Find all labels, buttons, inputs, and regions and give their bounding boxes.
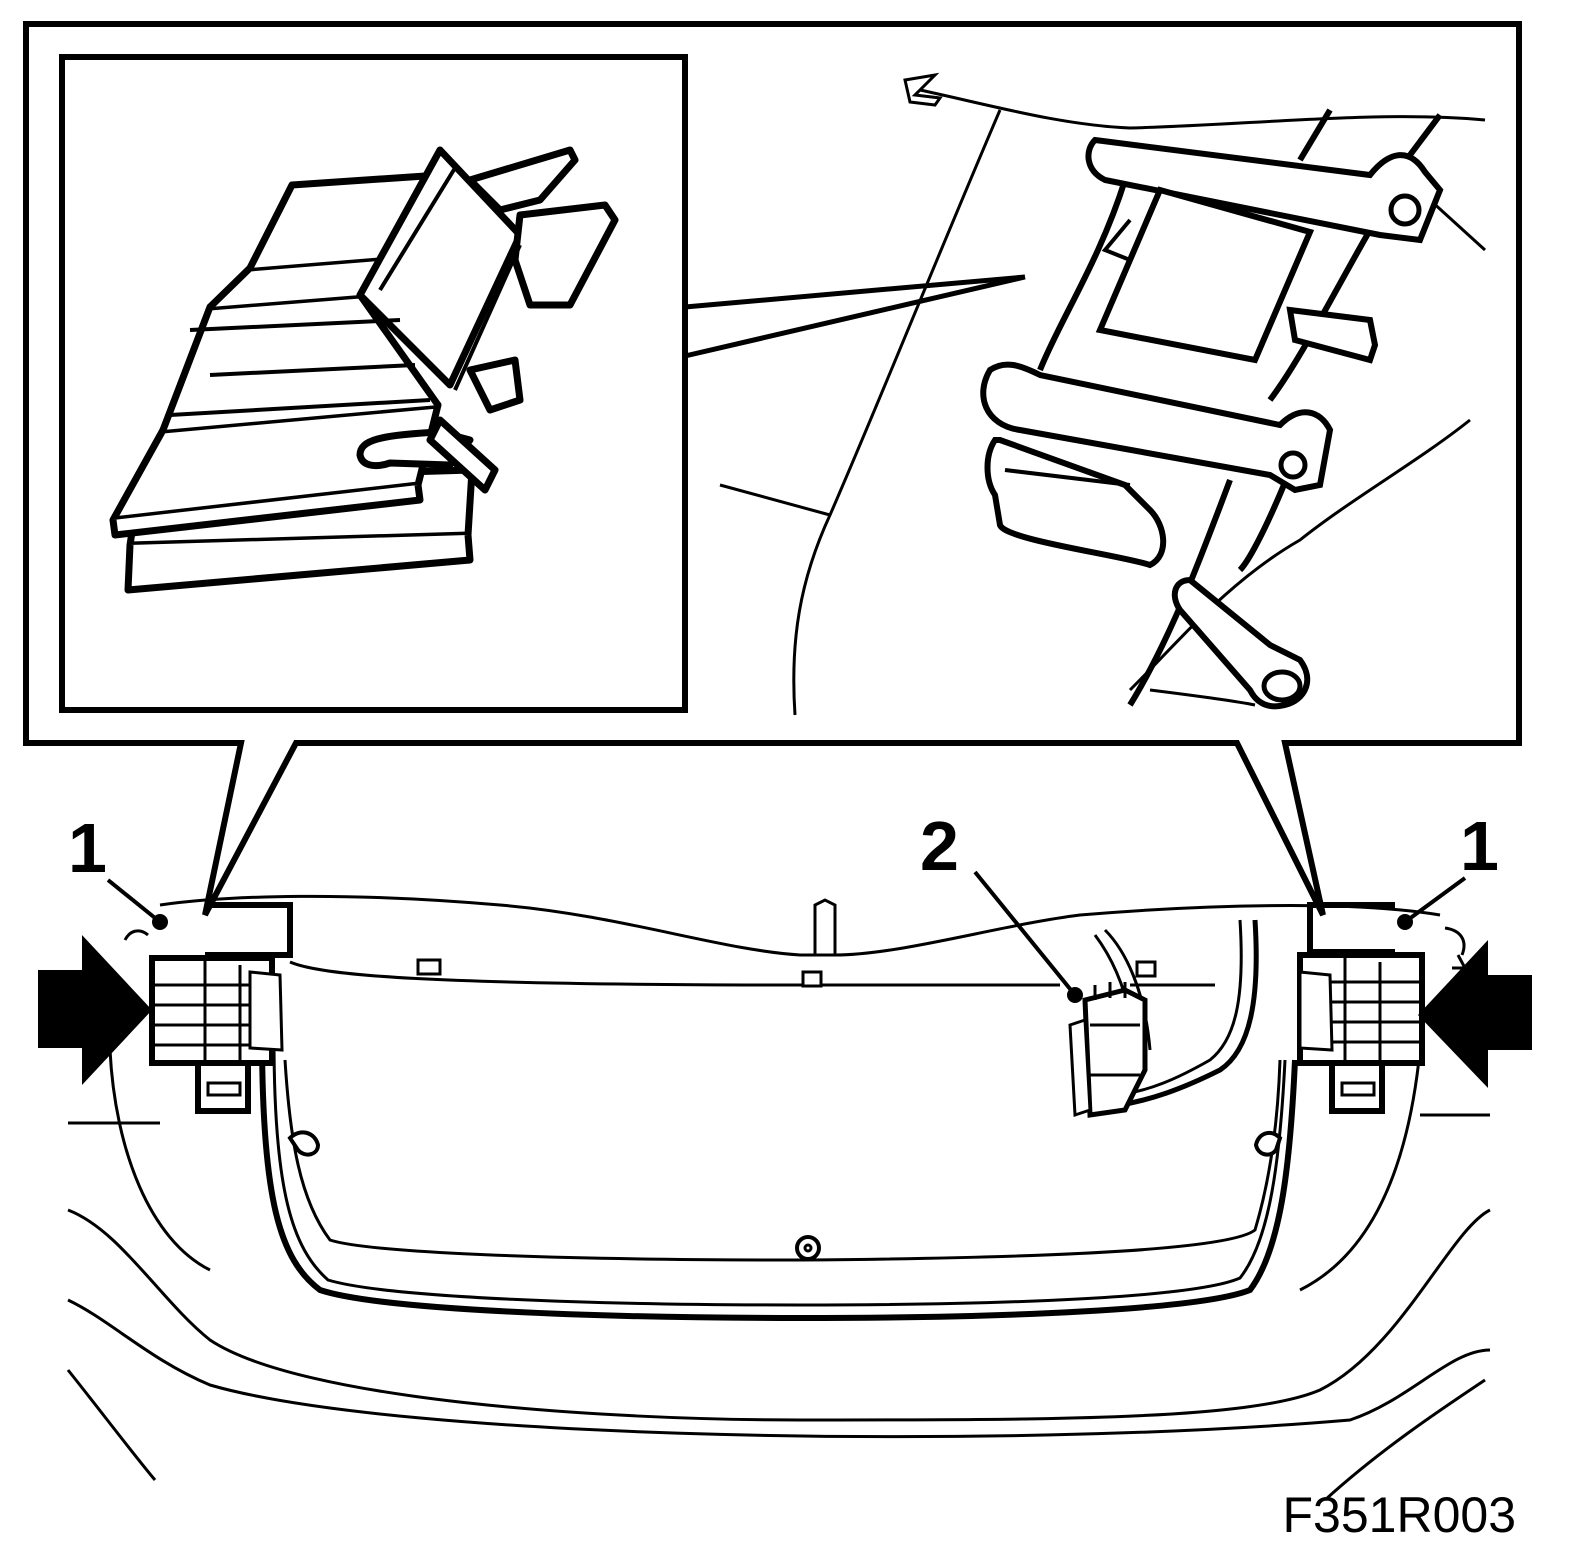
figure-code: F351R003	[1283, 1487, 1517, 1543]
right-push-arrow-icon	[1418, 940, 1532, 1088]
connector-unit	[1068, 982, 1148, 1118]
upper-crossbar	[1085, 136, 1444, 244]
callout-label-right: 1	[1460, 807, 1499, 885]
right-latch-unit	[1297, 902, 1468, 1114]
latch-layer-lines	[169, 166, 522, 417]
mount-detail-drawing	[719, 72, 1487, 716]
latch-clip-drawing	[109, 146, 619, 594]
left-push-arrow-icon	[38, 935, 152, 1085]
side-peg	[1286, 306, 1379, 364]
middle-crossbar	[980, 361, 1334, 494]
push-arrows	[38, 935, 1532, 1088]
upper-bolt-hole	[1388, 193, 1422, 227]
callout-label-left: 1	[68, 809, 107, 887]
latch-detail-inset	[59, 54, 1026, 713]
clip-window	[1095, 186, 1315, 364]
callout-label-connector: 2	[920, 807, 959, 885]
bumper-overview	[66, 894, 1491, 1502]
callout-leaders	[106, 870, 1467, 1003]
lower-bolt-hole	[1278, 450, 1308, 480]
left-latch-unit	[123, 902, 293, 1114]
